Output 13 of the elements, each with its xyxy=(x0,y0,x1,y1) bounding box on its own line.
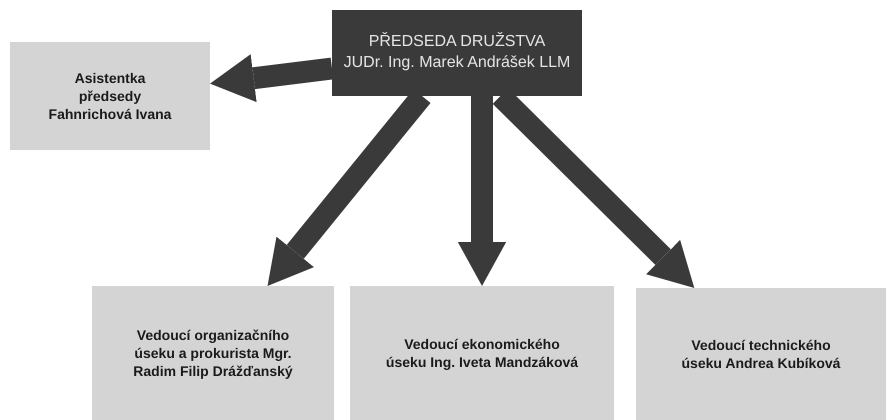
arrow xyxy=(210,54,334,102)
position-box xyxy=(636,288,886,420)
chairman-box xyxy=(332,10,582,96)
position-box xyxy=(92,286,334,420)
arrow xyxy=(458,96,506,286)
position-text: Vedoucí ekonomického úseku Ing. Iveta Mandzáková xyxy=(384,334,580,372)
position-text: Vedoucí organizačního úseku a prokurista Mgr. Radim Filip Drážďanský xyxy=(132,326,294,380)
position-text: Asistentka předsedy Fahnrichová Ivana xyxy=(48,68,172,124)
name-text: JUDr. Ing. Marek Andrášek LLM xyxy=(344,53,570,73)
position-box xyxy=(10,42,210,150)
position-box xyxy=(350,286,614,420)
title-text: PŘEDSEDA DRUŽSTVA xyxy=(368,32,546,52)
position-text: Vedoucí technického úseku Andrea Kubíková xyxy=(680,336,842,372)
